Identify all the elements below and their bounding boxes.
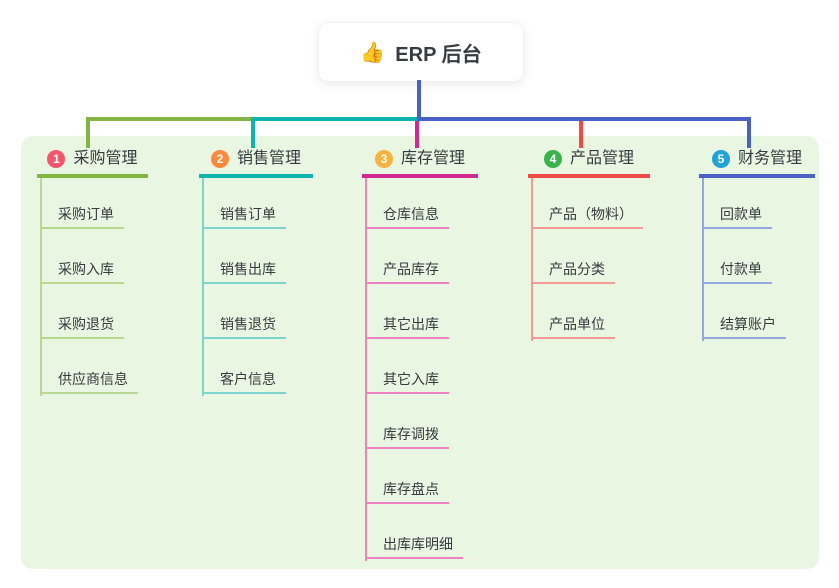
branch-number-badge: 3 (374, 150, 393, 168)
branch-number-badge: 5 (711, 150, 730, 168)
branch5-child-connector (702, 178, 704, 341)
connector-branch5-drop (747, 117, 751, 148)
connector-branch3-drop (415, 121, 419, 148)
node-supplier-info[interactable]: 供应商信息 (40, 339, 138, 394)
node-warehouse-info[interactable]: 仓库信息 (365, 178, 449, 229)
branch4-children: 产品（物料） 产品分类 产品单位 (531, 178, 643, 339)
branch-number-badge: 2 (210, 150, 229, 168)
connector-branch2-horizontal (251, 117, 417, 121)
node-product-category[interactable]: 产品分类 (531, 229, 615, 284)
node-receipt-order[interactable]: 回款单 (702, 178, 772, 229)
node-customer-info[interactable]: 客户信息 (202, 339, 286, 394)
branch-number-badge: 1 (47, 150, 66, 168)
node-other-outbound[interactable]: 其它出库 (365, 284, 449, 339)
node-purchase-inbound[interactable]: 采购入库 (40, 229, 124, 284)
trunk-connector (417, 80, 421, 121)
branch-label: 财务管理 (737, 150, 802, 167)
root-label: ERP 后台 (395, 43, 482, 66)
node-other-inbound[interactable]: 其它入库 (365, 339, 449, 394)
node-purchase-return[interactable]: 采购退货 (40, 284, 124, 339)
node-product-material[interactable]: 产品（物料） (531, 178, 643, 229)
branch-label: 产品管理 (569, 150, 634, 167)
branch1-child-connector (40, 178, 42, 396)
branch1-children: 采购订单 采购入库 采购退货 供应商信息 (40, 178, 138, 394)
node-product-stock[interactable]: 产品库存 (365, 229, 449, 284)
branch-finance-management[interactable]: 5 财务管理 (699, 147, 815, 178)
branch-purchase-management[interactable]: 1 采购管理 (37, 147, 148, 178)
node-stock-transfer[interactable]: 库存调拨 (365, 394, 449, 449)
branch-number-badge: 4 (543, 150, 562, 168)
root-node[interactable]: 👍 ERP 后台 (318, 22, 524, 82)
connector-branch5-horizontal (417, 117, 751, 121)
node-payment-order[interactable]: 付款单 (702, 229, 772, 284)
node-sales-outbound[interactable]: 销售出库 (202, 229, 286, 284)
node-settlement-account[interactable]: 结算账户 (702, 284, 786, 339)
node-sales-order[interactable]: 销售订单 (202, 178, 286, 229)
branch-inventory-management[interactable]: 3 库存管理 (362, 147, 478, 178)
connector-branch2-drop (251, 117, 255, 148)
branch-label: 库存管理 (400, 150, 465, 167)
node-stock-taking[interactable]: 库存盘点 (365, 449, 449, 504)
branch3-children: 仓库信息 产品库存 其它出库 其它入库 库存调拨 库存盘点 出库库明细 (365, 178, 463, 559)
branch-sales-management[interactable]: 2 销售管理 (199, 147, 313, 178)
node-purchase-order[interactable]: 采购订单 (40, 178, 124, 229)
branches-panel (21, 136, 819, 569)
branch2-children: 销售订单 销售出库 销售退货 客户信息 (202, 178, 286, 394)
branch3-child-connector (365, 178, 367, 561)
node-outbound-detail[interactable]: 出库库明细 (365, 504, 463, 559)
thumbs-up-icon: 👍 (360, 41, 386, 64)
node-product-unit[interactable]: 产品单位 (531, 284, 615, 339)
branch-product-management[interactable]: 4 产品管理 (528, 147, 650, 178)
connector-branch1-drop (86, 117, 90, 148)
connector-branch1-horizontal (86, 117, 255, 121)
node-sales-return[interactable]: 销售退货 (202, 284, 286, 339)
branch-label: 采购管理 (73, 150, 138, 167)
branch4-child-connector (531, 178, 533, 341)
branch-label: 销售管理 (236, 150, 301, 167)
branch5-children: 回款单 付款单 结算账户 (702, 178, 786, 339)
branch2-child-connector (202, 178, 204, 396)
connector-branch4-drop (579, 121, 583, 148)
